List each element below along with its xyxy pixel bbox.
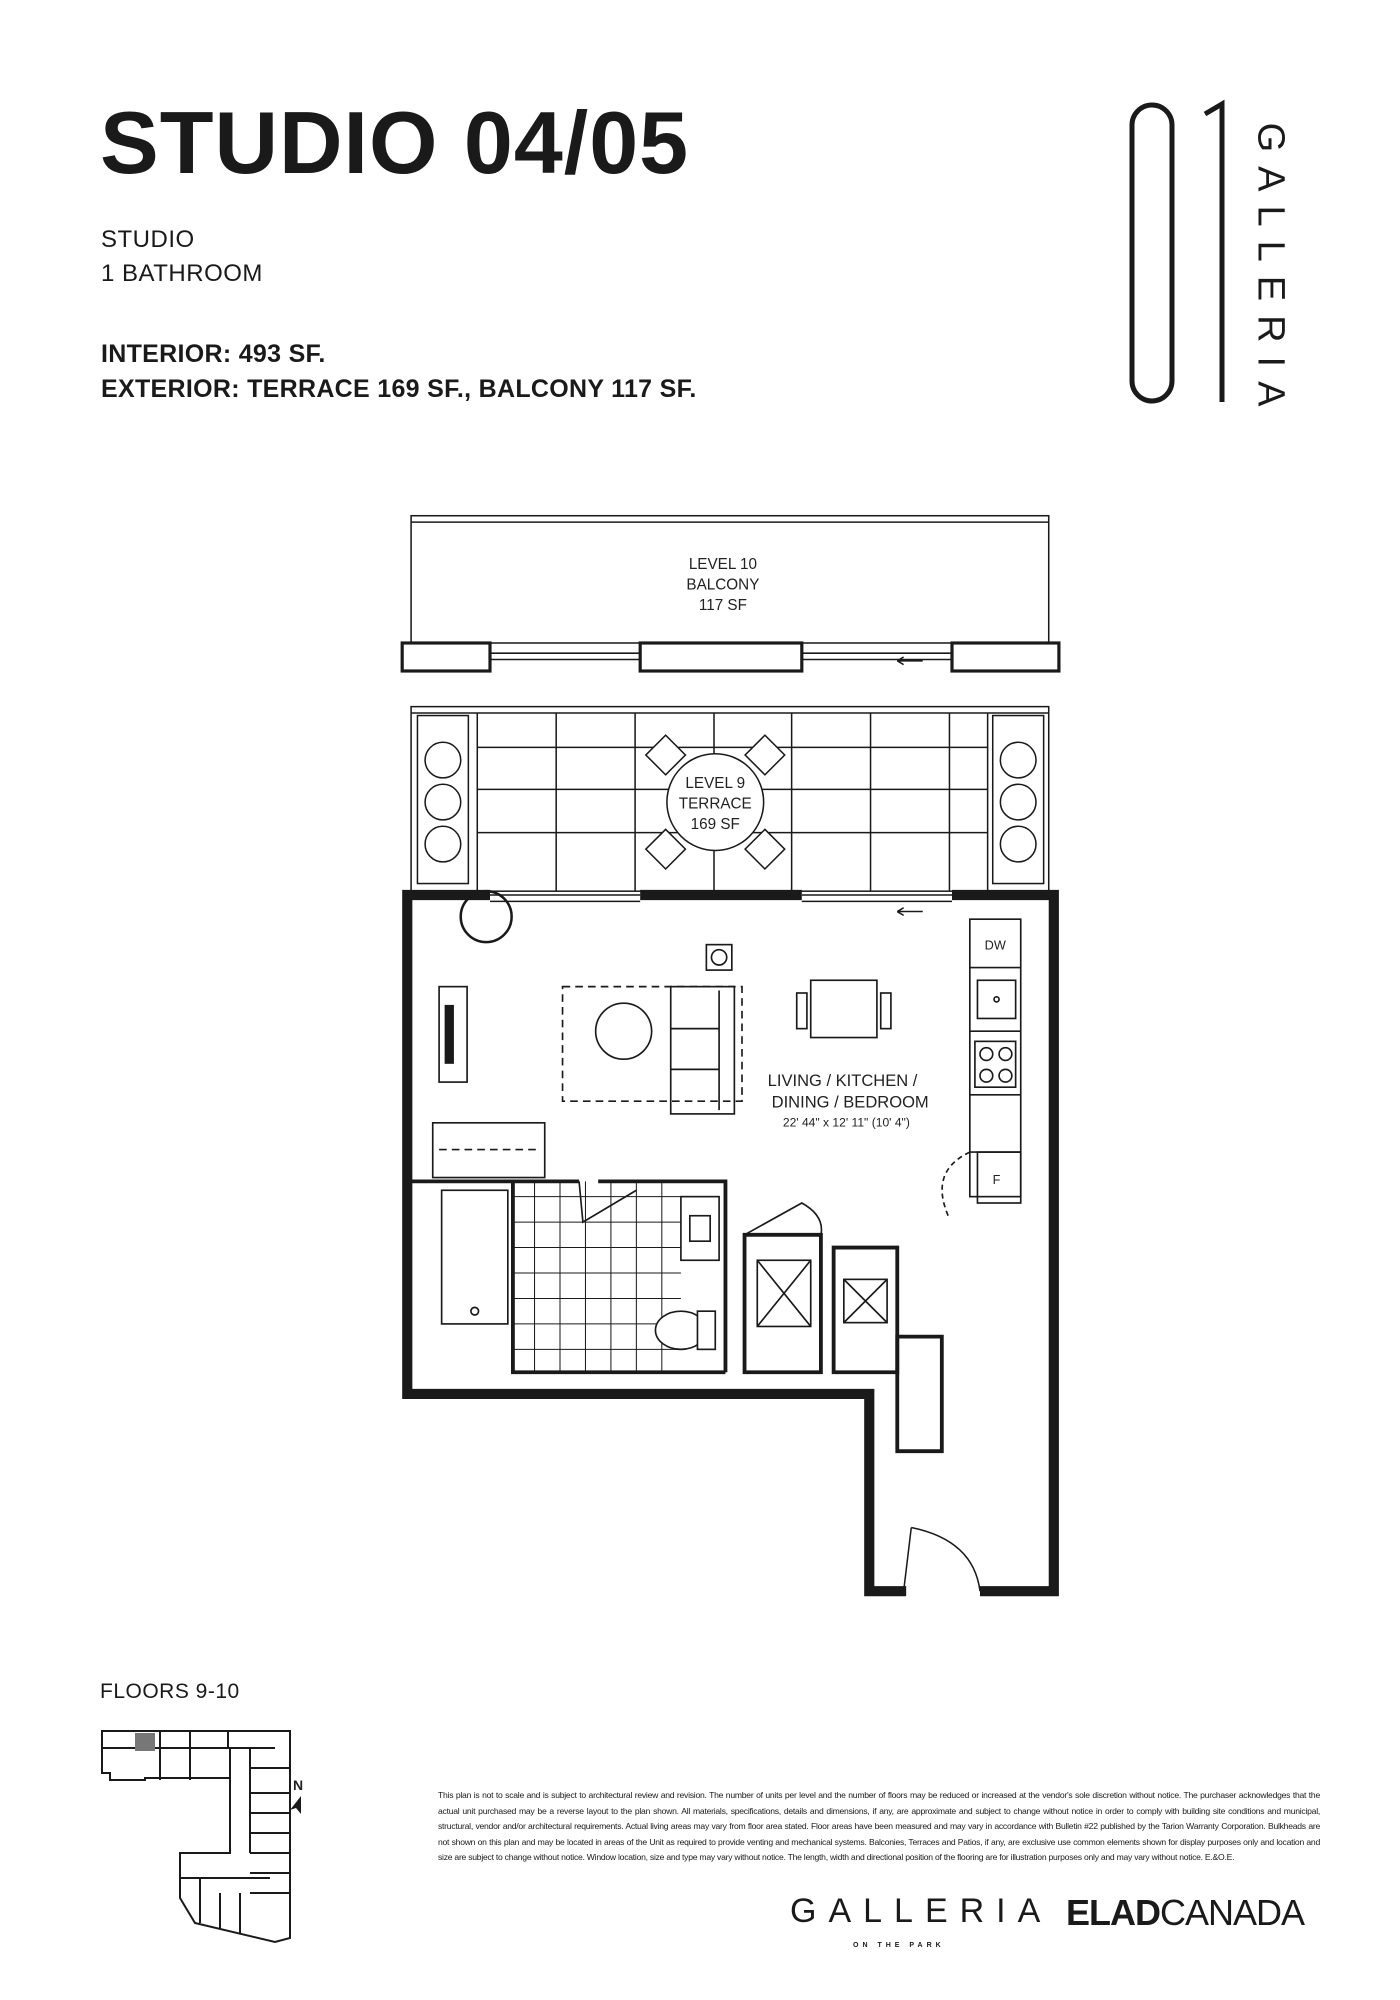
elad-canada-logo: ELADCANADA: [1066, 1892, 1305, 1934]
unit-title: STUDIO 04/05: [100, 93, 690, 192]
balcony: [400, 514, 1061, 673]
north-label: N: [293, 1777, 303, 1793]
balcony-label-name: BALCONY: [686, 577, 759, 594]
floors-label: FLOORS 9-10: [100, 1680, 240, 1703]
unit-walls: [402, 889, 1059, 1597]
terrace: [410, 705, 1050, 892]
terrace-label-level: LEVEL 9: [685, 775, 745, 792]
terrace-label-area: 169 SF: [691, 816, 740, 833]
dishwasher-label: DW: [985, 938, 1006, 953]
planter-icon: [424, 741, 1037, 863]
north-arrow-icon: [290, 1796, 301, 1814]
interior-area: INTERIOR: 493 SF.: [101, 340, 326, 368]
canada-text: CANADA: [1160, 1892, 1305, 1933]
terrace-label-name: TERRACE: [679, 795, 752, 812]
elad-text: ELAD: [1066, 1892, 1161, 1933]
logo-01-mark: [1129, 99, 1225, 404]
galleria-logo-subtitle: ON THE PARK: [853, 1942, 945, 1949]
key-plan: N: [101, 1730, 303, 1944]
unit-interior: [407, 889, 1022, 1454]
room-label-line2: DINING / BEDROOM: [772, 1093, 929, 1112]
room-label-line1: LIVING / KITCHEN /: [768, 1071, 918, 1090]
highlighted-unit: [135, 1733, 155, 1751]
balcony-label-area: 117 SF: [699, 597, 747, 614]
disclaimer: This plan is not to scale and is subject…: [438, 1790, 1320, 1863]
balcony-label-level: LEVEL 10: [689, 556, 757, 573]
room-dimensions: 22' 44" x 12' 11" (10' 4"): [783, 1116, 910, 1130]
galleria-logo: GALLERIA: [790, 1892, 1053, 1930]
unit-type: STUDIO: [101, 226, 195, 253]
exterior-area: EXTERIOR: TERRACE 169 SF., BALCONY 117 S…: [101, 375, 697, 403]
fridge-label: F: [993, 1172, 1001, 1187]
bathroom-count: 1 BATHROOM: [101, 260, 263, 287]
terrace-table-icon: [644, 734, 786, 871]
